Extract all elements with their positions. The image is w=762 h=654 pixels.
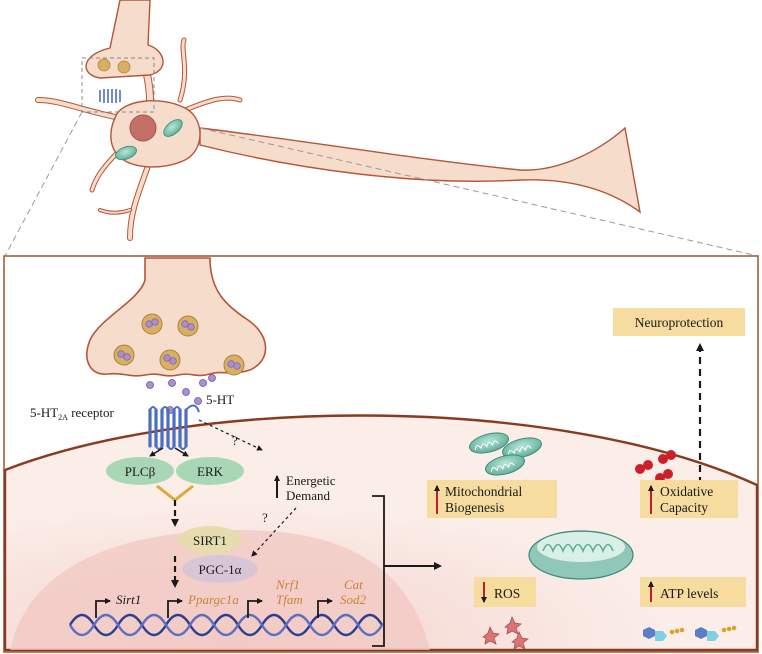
svg-text:Sod2: Sod2 <box>340 592 367 607</box>
energetic-demand-label: Energetic Demand <box>274 473 336 503</box>
synaptic-vesicle <box>177 315 199 337</box>
svg-text:Cat: Cat <box>344 577 363 592</box>
outcome-bracket <box>372 495 385 647</box>
neuron-overview <box>4 0 759 257</box>
receptor-label: 5-HT2A receptor <box>30 405 114 422</box>
svg-text:PGC-1α: PGC-1α <box>199 562 242 577</box>
atp-molecules <box>643 625 737 641</box>
synaptic-vesicle <box>159 349 181 371</box>
svg-text:Nrf1: Nrf1 <box>275 577 300 592</box>
svg-text:Neuroprotection: Neuroprotection <box>635 315 724 330</box>
svg-text:ATP levels: ATP levels <box>660 586 718 601</box>
mitochondria-cluster <box>469 432 542 476</box>
oxidative-capacity-box: Oxidative Capacity <box>640 480 738 518</box>
neuroprotection-box: Neuroprotection <box>613 308 745 336</box>
svg-text:Oxidative: Oxidative <box>660 484 713 499</box>
pgc1a-node: PGC-1α <box>182 555 258 583</box>
svg-text:PLCβ: PLCβ <box>125 464 156 479</box>
plcb-node: PLCβ <box>106 457 174 485</box>
ros-box: ROS <box>474 577 536 607</box>
svg-text:Biogenesis: Biogenesis <box>445 500 504 515</box>
dna-helix <box>68 613 384 637</box>
serotonin-label: 5-HT <box>206 392 234 407</box>
gene-sirt1: Sirt1 <box>95 592 141 618</box>
svg-text:Ppargc1a: Ppargc1a <box>187 592 239 607</box>
svg-text:Capacity: Capacity <box>660 500 708 515</box>
svg-text:Energetic: Energetic <box>286 473 336 488</box>
svg-text:SIRT1: SIRT1 <box>193 533 227 548</box>
5ht2a-receptor <box>148 404 200 450</box>
presynaptic-terminal <box>86 257 267 377</box>
gene-ppargc1a: Ppargc1a <box>167 592 239 618</box>
question-mark-1: ? <box>232 433 238 448</box>
gene-cat-sod2: Cat Sod2 <box>317 577 367 618</box>
large-mitochondrion <box>528 530 634 580</box>
synaptic-vesicle <box>113 344 135 366</box>
atp-levels-box: ATP levels <box>640 577 746 607</box>
mitochondrial-biogenesis-box: Mitochondrial Biogenesis <box>427 480 557 518</box>
question-mark-2: ? <box>262 510 268 525</box>
gene-nrf1-tfam: Nrf1 Tfam <box>247 577 303 618</box>
synaptic-vesicle <box>223 354 245 376</box>
svg-text:Tfam: Tfam <box>276 592 303 607</box>
erk-node: ERK <box>176 457 244 485</box>
sirt1-node: SIRT1 <box>178 526 242 554</box>
svg-text:Mitochondrial: Mitochondrial <box>445 484 522 499</box>
svg-text:Sirt1: Sirt1 <box>116 592 141 607</box>
ros-molecules <box>482 615 529 650</box>
svg-text:Demand: Demand <box>286 488 331 503</box>
svg-text:ROS: ROS <box>494 586 520 601</box>
svg-text:ERK: ERK <box>197 464 224 479</box>
synaptic-vesicle <box>141 313 163 335</box>
